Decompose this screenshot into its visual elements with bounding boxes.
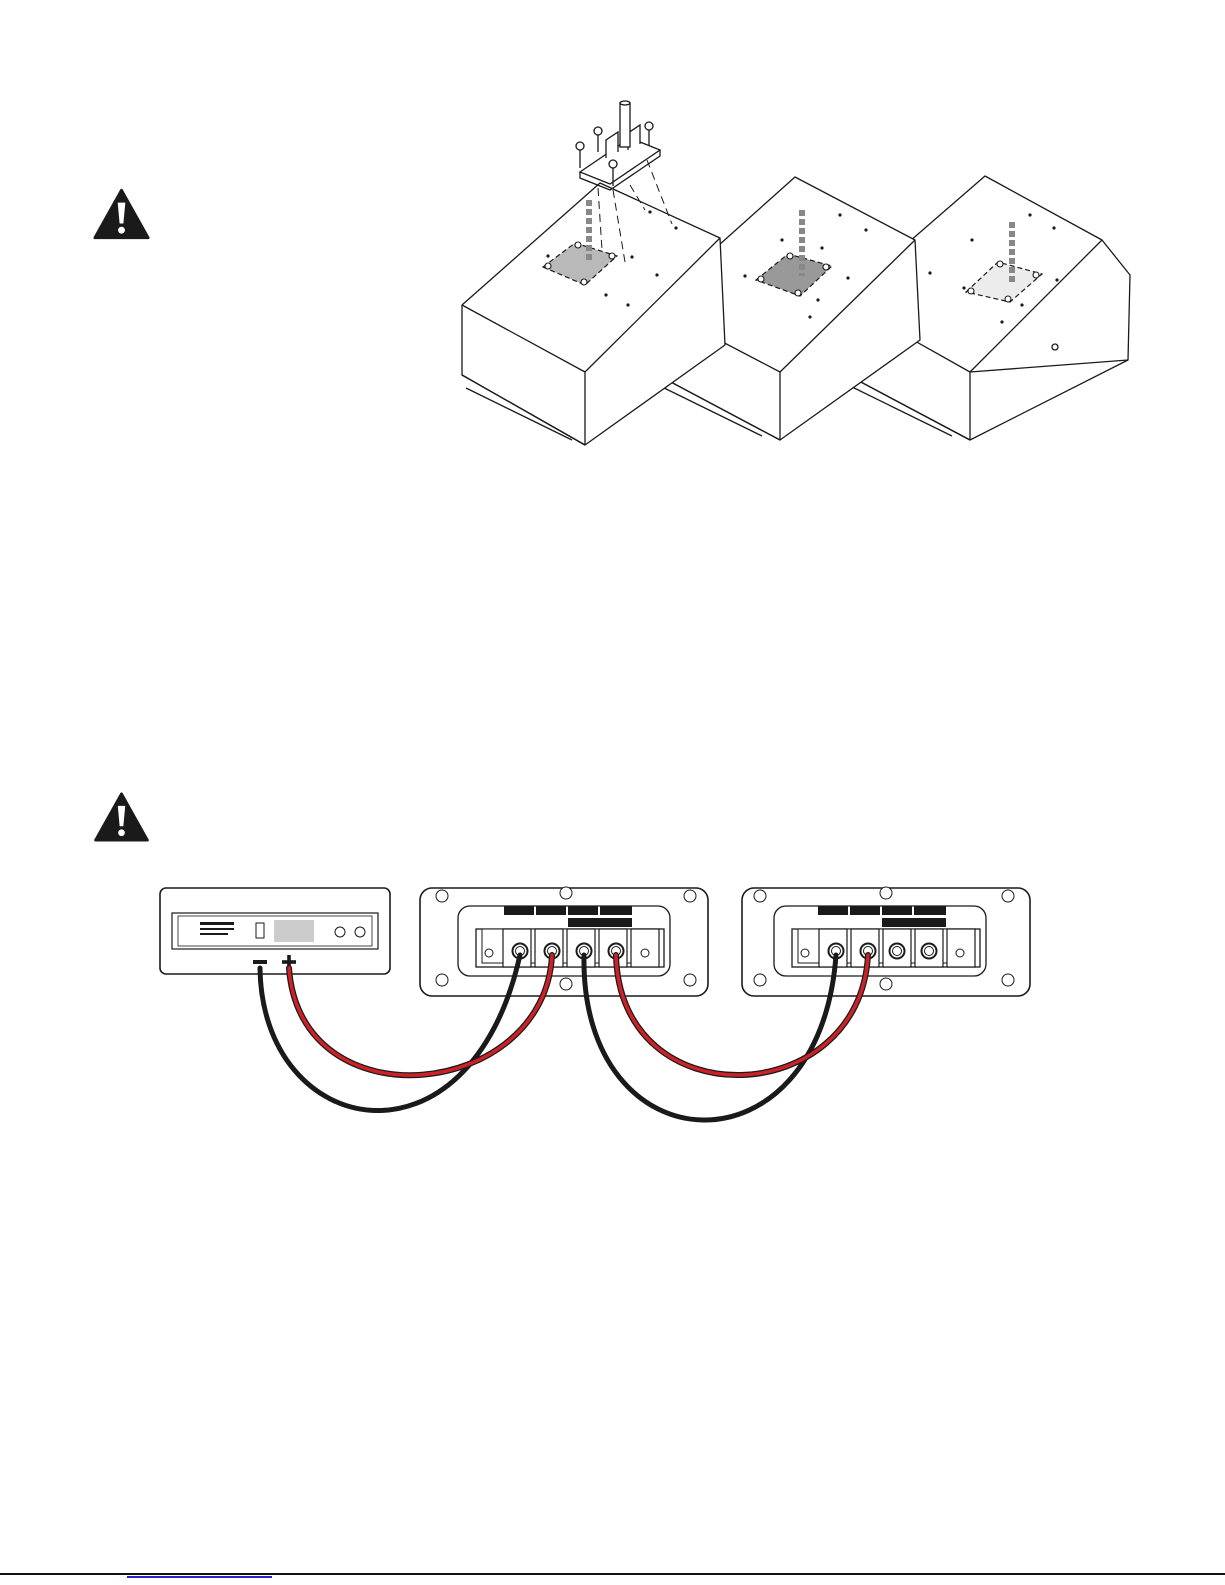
terminal-panel-2 <box>742 887 1030 996</box>
power-amplifier <box>160 888 390 974</box>
footer-rule <box>0 1573 1225 1575</box>
footer-link-underline[interactable] <box>127 1576 272 1578</box>
terminal-panel-1 <box>420 887 708 996</box>
